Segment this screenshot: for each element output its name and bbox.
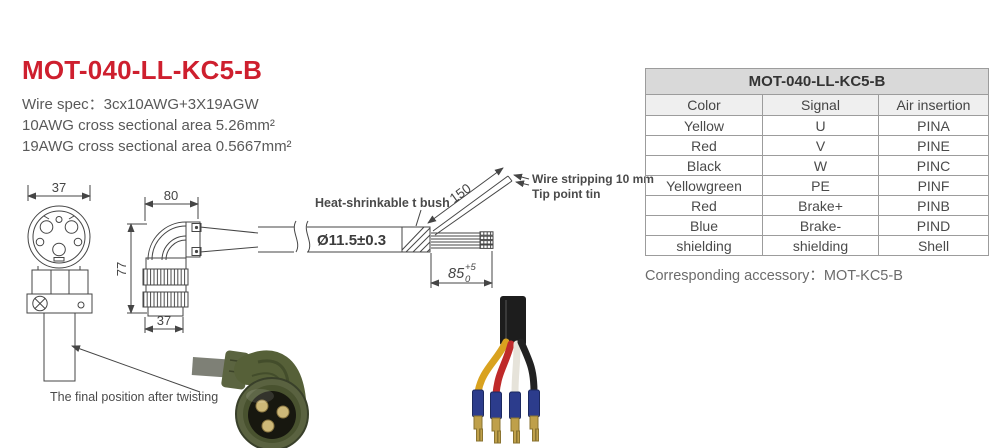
- dim-lead-length-group: 85 +5 0: [448, 262, 477, 285]
- cell-air-insertion: PIND: [877, 215, 990, 236]
- table-row: Blue Brake- PIND: [645, 215, 990, 236]
- dim-elbow-width: 80: [164, 188, 178, 203]
- table-row: Red V PINE: [645, 135, 990, 156]
- wire-stripping-label: Wire stripping 10 mm: [532, 172, 654, 186]
- cell-color: Yellow: [645, 115, 763, 136]
- front-view-drawing: 37: [26, 180, 201, 393]
- dim-barrel-width: 37: [157, 313, 171, 328]
- connector-photo: [191, 350, 309, 448]
- wire-ends-drawing: [427, 167, 530, 288]
- cell-signal: U: [762, 115, 879, 136]
- cell-air-insertion: PINE: [877, 135, 990, 156]
- table-row: Black W PINC: [645, 155, 990, 176]
- accessory-note: Corresponding accessory：MOT-KC5-B: [645, 268, 903, 284]
- wire-spec-line: 10AWG cross sectional area 5.26mm²: [22, 117, 275, 134]
- cell-air-insertion: Shell: [877, 235, 990, 256]
- column-header: Color: [645, 94, 763, 116]
- cell-signal: Brake+: [762, 195, 879, 216]
- cell-signal: V: [762, 135, 879, 156]
- cell-air-insertion: PINA: [877, 115, 990, 136]
- final-position-label: The final position after twisting: [50, 390, 218, 404]
- pin-table: MOT-040-LL-KC5-B Color Signal Air insert…: [644, 68, 990, 256]
- cell-air-insertion: PINF: [877, 175, 990, 196]
- dim-lead-tol-upper: +5: [465, 262, 477, 273]
- wire-spec-block: Wire spec：3cx10AWG+3X19AGW 10AWG cross s…: [22, 94, 292, 157]
- column-header: Signal: [762, 94, 879, 116]
- dim-front-width: 37: [52, 180, 66, 195]
- table-row: shielding shielding Shell: [645, 235, 990, 256]
- dim-lead-tol-lower: 0: [465, 274, 471, 285]
- wire-spec-line: Wire spec：3cx10AWG+3X19AGW: [22, 96, 259, 113]
- cell-color: Blue: [645, 215, 763, 236]
- table-row: Red Brake+ PINB: [645, 195, 990, 216]
- cell-signal: W: [762, 155, 879, 176]
- tip-point-label: Tip point tin: [532, 187, 600, 201]
- cell-color: shielding: [645, 235, 763, 256]
- cell-color: Red: [645, 195, 763, 216]
- table-row: Yellow U PINA: [645, 115, 990, 136]
- dim-strip-length: 150: [447, 181, 474, 206]
- cell-color: Yellowgreen: [645, 175, 763, 196]
- table-row: Yellowgreen PE PINF: [645, 175, 990, 196]
- table-header-row: Color Signal Air insertion: [645, 94, 990, 116]
- dim-cable-diameter: Ø11.5±0.3: [317, 232, 386, 249]
- dim-elbow-height: 77: [114, 262, 129, 276]
- wire-spec-line: 19AWG cross sectional area 0.5667mm²: [22, 138, 292, 155]
- elbow-view-drawing: 80 77: [114, 188, 259, 333]
- cell-signal: PE: [762, 175, 879, 196]
- wire-terminals-photo: [472, 296, 540, 444]
- column-header: Air insertion: [877, 94, 990, 116]
- pin-table-container: MOT-040-LL-KC5-B Color Signal Air insert…: [644, 68, 990, 256]
- cell-air-insertion: PINC: [877, 155, 990, 176]
- table-title: MOT-040-LL-KC5-B: [644, 68, 990, 95]
- dim-lead-length: 85: [448, 266, 465, 282]
- cell-signal: shielding: [762, 235, 879, 256]
- cell-color: Black: [645, 155, 763, 176]
- cell-signal: Brake-: [762, 215, 879, 236]
- page-title: MOT-040-LL-KC5-B: [22, 55, 263, 85]
- heat-shrink-label: Heat-shrinkable t bush: [315, 196, 450, 210]
- table-title-row: MOT-040-LL-KC5-B: [644, 68, 990, 95]
- cable-drawing: [258, 209, 431, 253]
- cell-color: Red: [645, 135, 763, 156]
- cell-air-insertion: PINB: [877, 195, 990, 216]
